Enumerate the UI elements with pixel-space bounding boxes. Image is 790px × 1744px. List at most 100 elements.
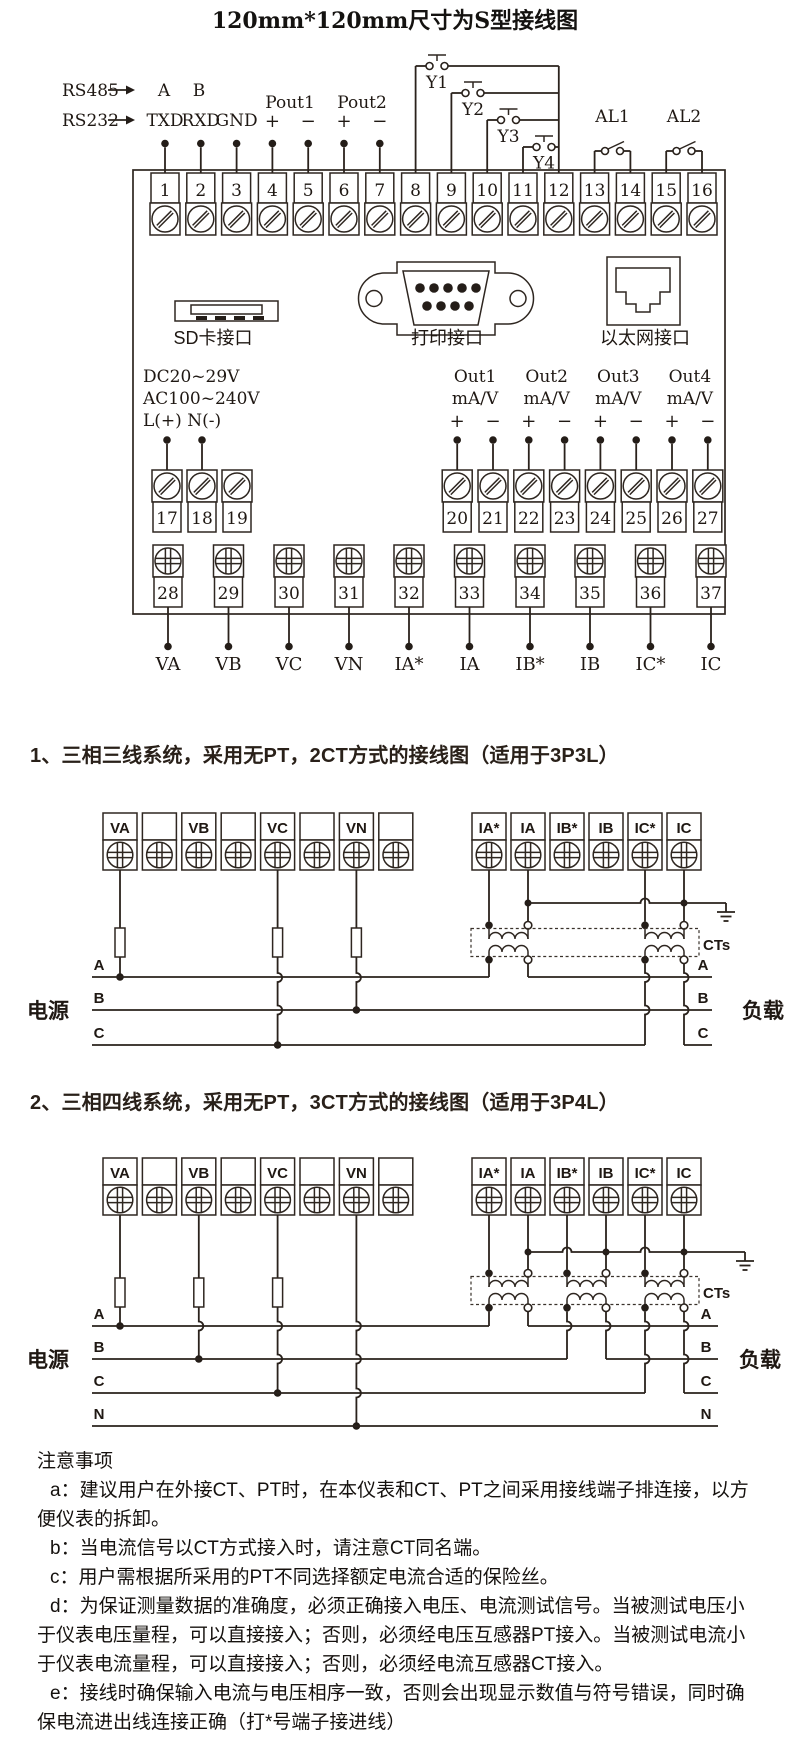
pout2-plus: +: [336, 111, 351, 132]
d2-vc: VC: [267, 1165, 288, 1182]
svg-text:2: 2: [195, 181, 206, 201]
power-supply-block: DC20~29V AC100~240V L(+) N(-) 17 18 19: [142, 367, 260, 533]
diagram2-wires: [92, 1215, 755, 1430]
svg-text:5: 5: [303, 181, 314, 201]
svg-text:IB: IB: [580, 654, 600, 675]
svg-text:17: 17: [156, 509, 178, 529]
al1-label: AL1: [594, 107, 629, 127]
svg-text:6: 6: [339, 181, 350, 201]
d2-vb: VB: [188, 1165, 209, 1182]
d1-left-c: C: [94, 1025, 105, 1042]
d1-right-b: B: [698, 990, 709, 1007]
terminal-5: 5: [292, 172, 324, 236]
svg-text:24: 24: [590, 509, 612, 529]
terminal-7: 7: [364, 172, 396, 236]
svg-text:14: 14: [620, 181, 642, 201]
page-title: 120mm*120mm尺寸为S型接线图: [211, 8, 579, 34]
ct-box: [470, 927, 700, 958]
d1-vn: VN: [346, 820, 367, 837]
sd-port-label: SD卡接口: [173, 328, 252, 348]
printer-port: 打印接口: [357, 261, 535, 348]
fuse-icon: [193, 1277, 205, 1308]
terminal-22: 22: [513, 469, 545, 533]
svg-text:35: 35: [579, 584, 601, 604]
d1-right-c: C: [698, 1025, 709, 1042]
svg-text:22: 22: [518, 509, 540, 529]
d2-ic: IC: [677, 1165, 692, 1182]
svg-text:21: 21: [482, 509, 504, 529]
ground-icon: [735, 1251, 755, 1271]
svg-text:4: 4: [267, 181, 278, 201]
ct-c-icon: [644, 928, 685, 958]
svg-text:IA: IA: [459, 654, 480, 675]
out2-plus: +: [521, 411, 536, 432]
fuse-icon: [114, 927, 126, 958]
svg-text:VB: VB: [214, 654, 241, 675]
rs485-b-label: B: [193, 81, 206, 101]
d1-right-a: A: [698, 957, 709, 974]
svg-text:29: 29: [218, 584, 240, 604]
d1-ias: IA*: [479, 820, 500, 837]
power-dc-label: DC20~29V: [143, 367, 240, 387]
power-ac-label: AC100~240V: [142, 389, 260, 409]
pout1-label: Pout1: [265, 93, 315, 113]
svg-text:20: 20: [446, 509, 468, 529]
pout2-label: Pout2: [337, 93, 387, 113]
d1-load-label: 负载: [742, 999, 784, 1023]
diagram1-labels: CTs A B C A B C 电源 负载: [27, 937, 784, 1042]
svg-text:36: 36: [640, 584, 662, 604]
svg-text:11: 11: [512, 181, 534, 201]
signal-leads: [161, 139, 384, 173]
terminal-6: 6: [328, 172, 360, 236]
out4-minus: −: [700, 411, 715, 432]
svg-text:10: 10: [476, 181, 498, 201]
pout1-plus: +: [265, 111, 280, 132]
ground-icon: [716, 902, 736, 922]
svg-text:VC: VC: [275, 654, 303, 675]
d1-ibs: IB*: [557, 820, 578, 837]
pout1-minus: −: [301, 111, 316, 132]
d2-va: VA: [110, 1165, 130, 1182]
svg-text:12: 12: [548, 181, 570, 201]
d1-ia: IA: [521, 820, 536, 837]
svg-text:33: 33: [459, 584, 481, 604]
out3-minus: −: [629, 411, 644, 432]
svg-text:IB*: IB*: [515, 654, 544, 675]
d2-left-a: A: [94, 1306, 105, 1323]
d2-left-c: C: [94, 1373, 105, 1390]
terminal-9: 9: [435, 172, 468, 236]
notes-section: 注意事项 a：建议用户在外接CT、PT时，在本仪表和CT、PT之间采用接线端子排…: [37, 1447, 753, 1737]
note-e: e：接线时确保输入电流与电压相序一致，否则会出现显示数值与符号错误，同时确保电流…: [37, 1683, 745, 1733]
svg-text:VA: VA: [155, 654, 182, 675]
out2-label: Out2: [525, 367, 568, 387]
terminal-24: 24: [584, 469, 617, 533]
out4-plus: +: [664, 411, 679, 432]
d2-ib: IB: [599, 1165, 614, 1182]
terminal-1: 1: [149, 172, 181, 236]
terminal-18: 18: [186, 469, 218, 533]
svg-text:1: 1: [160, 181, 171, 201]
printer-port-label: 打印接口: [411, 328, 483, 348]
terminal-15: 15: [650, 172, 682, 236]
y3-label: Y3: [496, 127, 519, 147]
y2-pushbutton-icon: [461, 81, 485, 98]
diagram2-heading: 2、三相四线系统，采用无PT，3CT方式的接线图（适用于3P4L）: [30, 1092, 619, 1114]
out4-label: Out4: [669, 367, 712, 387]
out3-label: Out3: [597, 367, 640, 387]
rs232-label: RS232: [62, 111, 119, 131]
d2-vn: VN: [346, 1165, 367, 1182]
svg-text:28: 28: [157, 584, 179, 604]
svg-text:37: 37: [700, 584, 722, 604]
svg-text:IC*: IC*: [636, 654, 666, 675]
svg-text:32: 32: [398, 584, 420, 604]
diagram1-wires: [92, 870, 736, 1049]
serial-labels: RS485 A B RS232 TXD RXD GND Pout1 Pout2 …: [62, 81, 387, 132]
notes-heading: 注意事项: [37, 1451, 114, 1472]
d1-left-b: B: [94, 990, 105, 1007]
arrow-right-icon: [126, 115, 135, 125]
